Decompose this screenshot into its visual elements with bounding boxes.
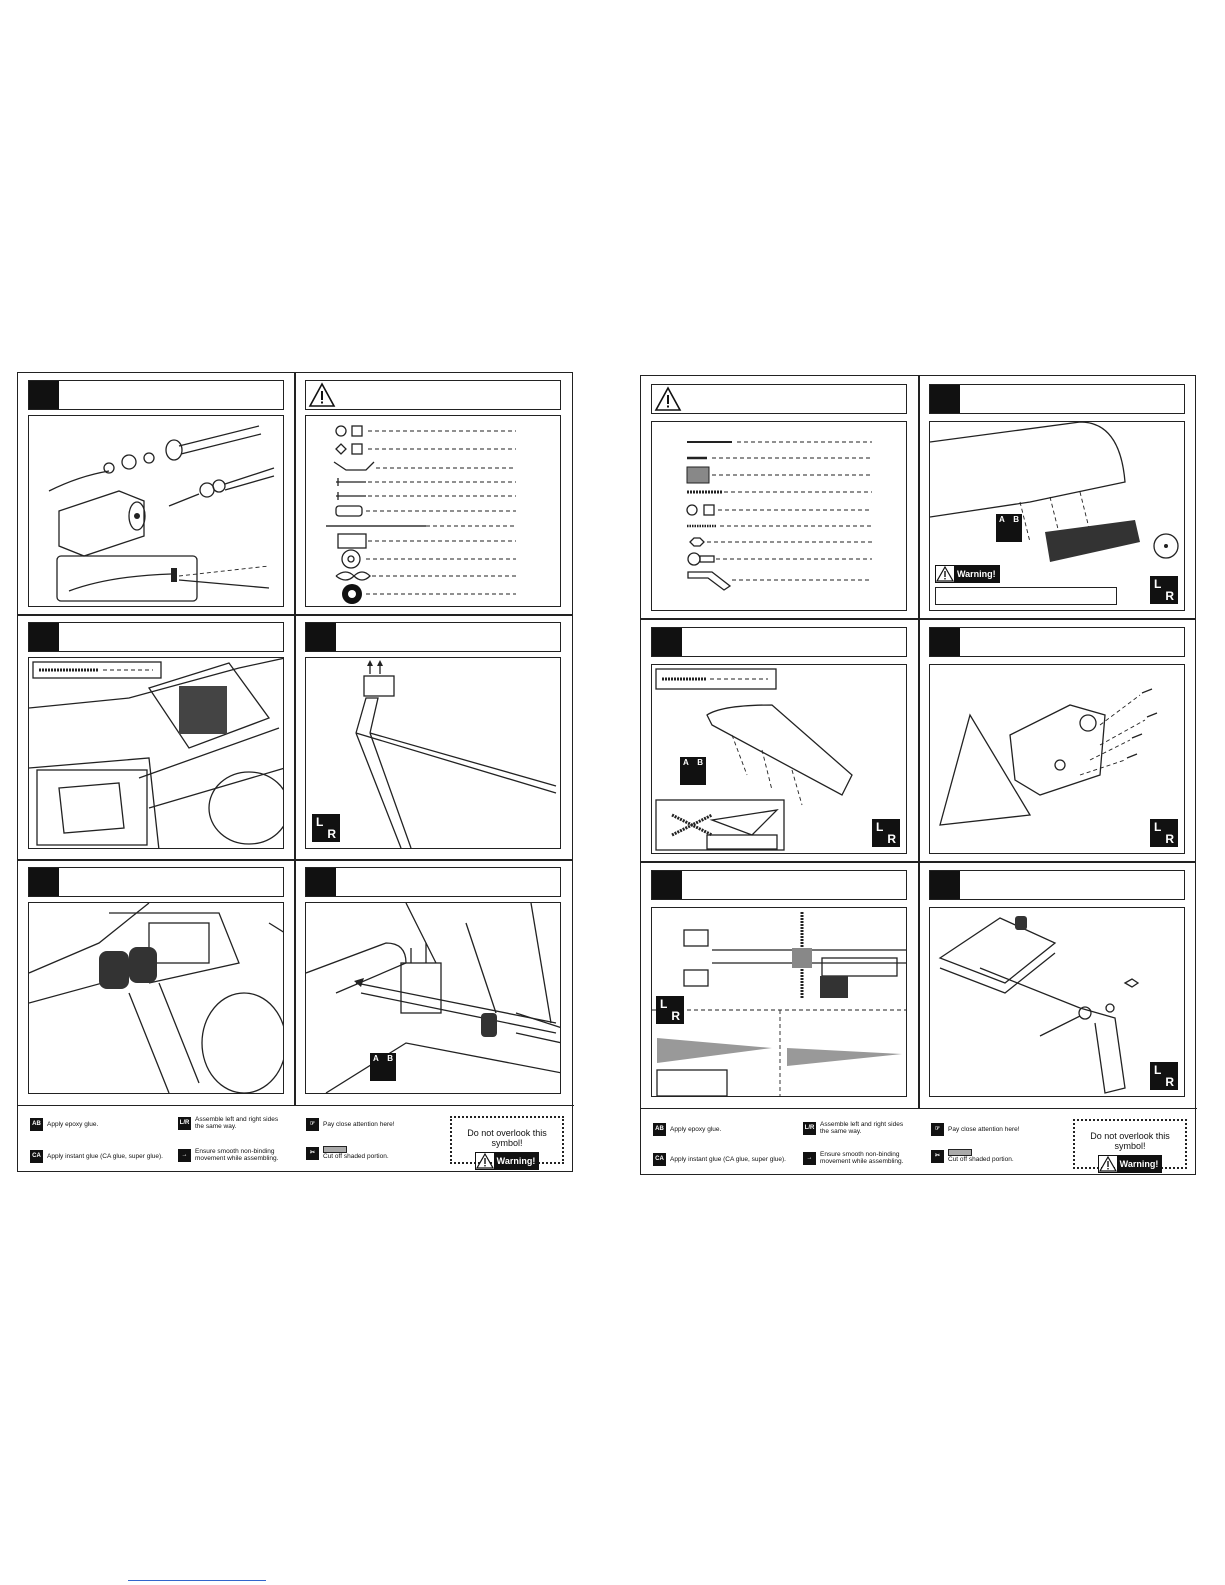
overlook-text: Do not overlook this symbol! (1090, 1131, 1170, 1151)
epoxy-glue-icon: AB (30, 1118, 43, 1131)
warning-notice-box: Do not overlook this symbol! Warning! (450, 1116, 564, 1170)
step-number-box (29, 623, 59, 651)
parts-rows (326, 425, 516, 604)
step-header (651, 870, 907, 900)
step-number-box (930, 628, 960, 656)
step-panel-3 (18, 615, 294, 859)
step-number-box (652, 871, 682, 899)
warning-note-box (935, 587, 1117, 605)
step-number-box (306, 868, 336, 896)
legend-attention: ☞Pay close attention here! (931, 1123, 1020, 1136)
warning-header (305, 380, 561, 410)
smooth-movement-icon: → (178, 1148, 191, 1162)
step-header (305, 867, 561, 897)
step-header (28, 867, 284, 897)
pointing-hand-icon: ☞ (931, 1123, 944, 1136)
step-number-box (29, 381, 59, 409)
cut-shaded-icon: ✂ (931, 1149, 944, 1163)
warning-badge: Warning! (1097, 1155, 1163, 1173)
illustration-motor-wiring (28, 415, 284, 607)
step-header (929, 384, 1185, 414)
step-panel-hardware-2 (641, 376, 918, 618)
pointing-hand-icon: ☞ (306, 1118, 319, 1131)
illustration-fuselage-servo (28, 657, 284, 849)
left-right-icon: L/R (803, 1121, 816, 1135)
warning-notice-box: Do not overlook this symbol! Warning! (1073, 1119, 1187, 1173)
warning-header (651, 384, 907, 414)
legend-cut: ✂Cut off shaded portion. (306, 1146, 389, 1160)
illustration-fuselage-wheels (28, 902, 284, 1094)
warning-badge: Warning! (474, 1152, 540, 1170)
step-number-box (930, 385, 960, 413)
hyperlink-underline[interactable] (128, 1580, 266, 1581)
step-header (929, 627, 1185, 657)
left-right-icon: L/R (178, 1116, 191, 1130)
step-header (305, 622, 561, 652)
step-number-box (29, 868, 59, 896)
legend-attention: ☞Pay close attention here! (306, 1118, 395, 1131)
step-panel-1 (18, 373, 294, 614)
step-header (28, 380, 284, 410)
step-header (929, 870, 1185, 900)
step-panel-5 (18, 860, 294, 1105)
parts-list (651, 421, 907, 611)
legend-cut: ✂Cut off shaded portion. (931, 1149, 1014, 1163)
overlook-text: Do not overlook this symbol! (467, 1128, 547, 1148)
step-panel-hardware (295, 373, 574, 614)
step-number-box (652, 628, 682, 656)
epoxy-glue-icon: AB (653, 1123, 666, 1136)
warning-triangle-icon (1098, 1156, 1117, 1172)
warning-triangle-icon (936, 566, 954, 582)
cut-shaded-icon: ✂ (306, 1146, 319, 1160)
instant-glue-icon: CA (653, 1153, 666, 1166)
step-number-box (306, 623, 336, 651)
step-header (651, 627, 907, 657)
step-header (28, 622, 284, 652)
step-number-box (930, 871, 960, 899)
warning-badge: Warning! (935, 565, 1000, 583)
parts-list (305, 415, 561, 607)
instant-glue-icon: CA (30, 1150, 43, 1163)
warning-triangle-icon (475, 1153, 494, 1169)
warning-triangle-icon (654, 386, 682, 411)
smooth-movement-icon: → (803, 1151, 816, 1165)
warning-triangle-icon (308, 382, 336, 407)
